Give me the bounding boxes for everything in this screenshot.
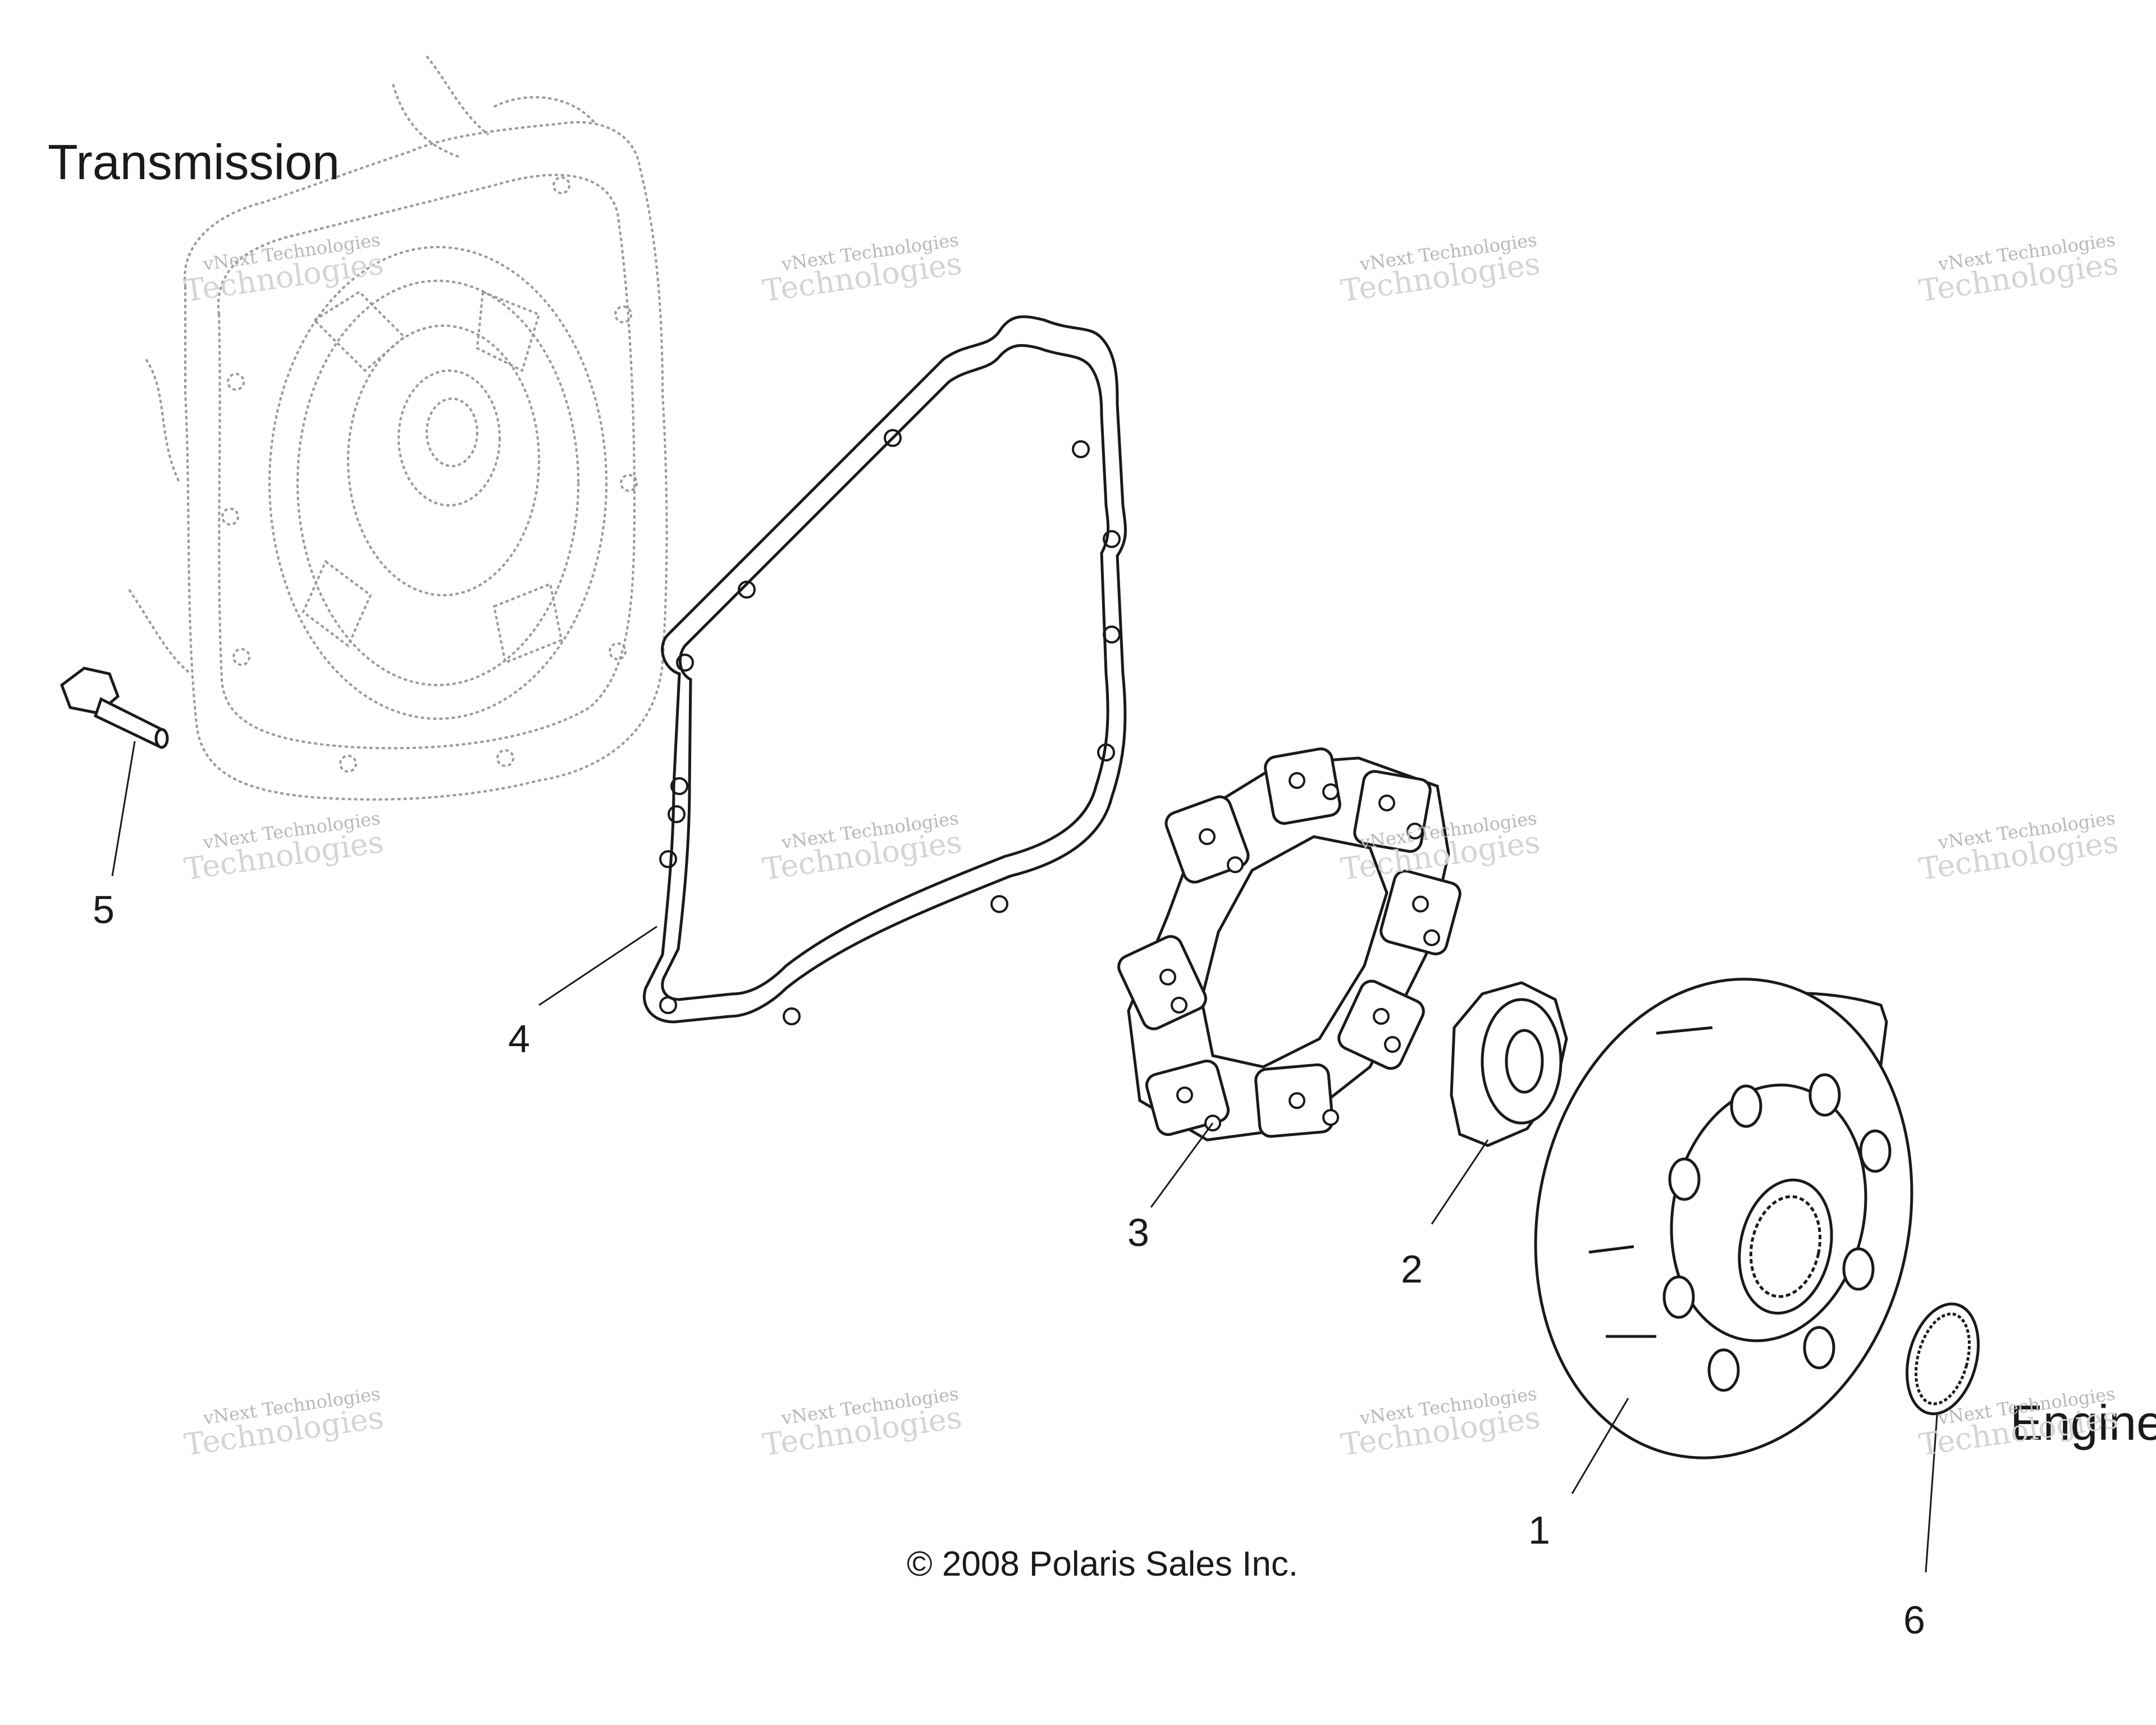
nut (1450, 981, 1568, 1147)
callout-2: 2 (1401, 1247, 1423, 1291)
engine-label: Engine (2010, 1395, 2156, 1450)
snap-ring (1906, 1302, 1980, 1416)
callout-1: 1 (1528, 1508, 1550, 1552)
callout-3: 3 (1127, 1211, 1149, 1254)
bolt (60, 667, 169, 749)
flex-coupler (1117, 747, 1461, 1142)
gasket-bolt-holes (659, 429, 1121, 1025)
callout-4: 4 (508, 1017, 530, 1061)
gasket (642, 315, 1127, 1024)
leader-lines (111, 741, 1938, 1573)
transmission-label: Transmission (48, 134, 340, 190)
flex-coupler-bolts (1159, 772, 1440, 1131)
callout-5: 5 (93, 888, 115, 932)
copyright-notice: © 2008 Polaris Sales Inc. (907, 1545, 1299, 1583)
callout-6: 6 (1903, 1598, 1925, 1642)
transmission-housing (128, 55, 668, 801)
drive-hub (1534, 978, 1913, 1459)
